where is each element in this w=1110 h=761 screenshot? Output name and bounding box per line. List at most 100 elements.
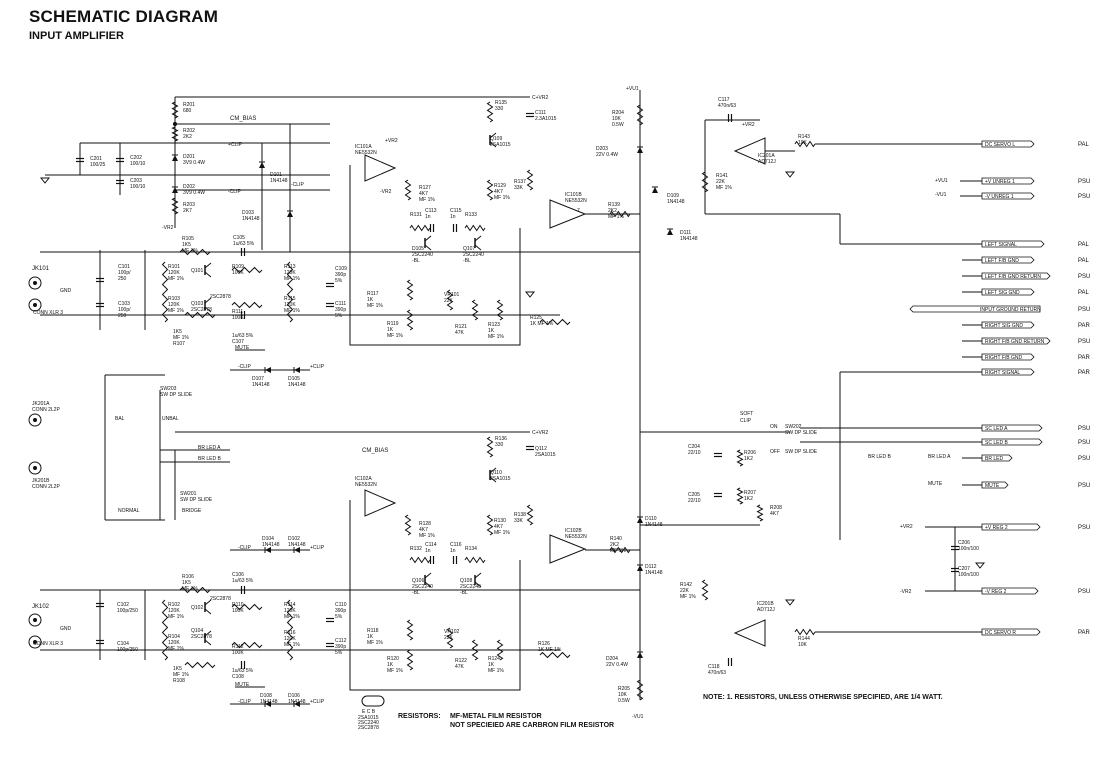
label-sw201: SW201 <box>180 491 197 497</box>
label-vr2-top: C+VR2 <box>532 95 548 101</box>
transistor-symbol <box>204 599 212 606</box>
label-r111: 100K <box>232 315 244 321</box>
transistor-symbol <box>474 581 482 588</box>
label-r123: R123 <box>488 322 500 328</box>
label-c207: 100n/100 <box>958 572 979 578</box>
label-ic201a: IC201A <box>758 153 775 159</box>
label-r144: R144 <box>798 636 810 642</box>
label-r130: R130 <box>494 518 506 524</box>
label-gnd2: GND <box>60 626 72 632</box>
signal-left-signal: LEFT SIGNAL <box>985 242 1017 248</box>
label-transistor-type: 2SA1015 <box>358 715 379 721</box>
label-mute-bot: MUTE <box>235 682 250 688</box>
label-r141: MF 1% <box>716 185 732 191</box>
dest-7: PSU <box>1078 307 1090 313</box>
label-r139: 2K2 <box>608 208 617 214</box>
label-ic102a: NE5532N <box>355 482 377 488</box>
label-r121: R121 <box>455 324 467 330</box>
label-c110: 5% <box>335 614 343 620</box>
label-q104: Q104 <box>191 628 203 634</box>
label-r107: R107 <box>173 341 185 347</box>
transistor-symbol <box>424 235 432 242</box>
label-c112: C112 <box>335 638 347 644</box>
dest-4: PAL <box>1078 258 1090 264</box>
xlr-connector-symbol <box>28 613 42 627</box>
resistor-symbol <box>161 629 169 661</box>
label-soft: SOFT <box>740 411 753 417</box>
resistor-symbol <box>446 289 454 311</box>
xlr-connector-symbol <box>33 281 37 285</box>
label-c113: 1n <box>425 214 431 220</box>
label-c105: 1u/63 5% <box>233 241 255 247</box>
label-r127: R127 <box>419 185 431 191</box>
label-r124: MF 1% <box>488 668 504 674</box>
label-vu1-pos: +VU1 <box>935 178 948 184</box>
label-d103: 1N4148 <box>242 216 260 222</box>
label-c205: 22/10 <box>688 498 701 504</box>
resistor-symbol <box>609 546 631 554</box>
label-q106: 2SC2240 <box>412 584 433 590</box>
label-c204: C204 <box>688 444 700 450</box>
diode-symbol <box>652 187 658 193</box>
label-ic102a: IC102A <box>355 476 372 482</box>
diode-symbol <box>265 547 271 553</box>
label-c105: C105 <box>233 235 245 241</box>
transistor-symbol <box>204 630 212 637</box>
label-r138: R138 <box>514 512 526 518</box>
label-r105: 1K5 <box>182 242 191 248</box>
signal-left-sig-gnd-tag <box>981 288 1035 296</box>
xlr-connector-symbol <box>33 418 37 422</box>
label-c118: 470n/63 <box>708 670 726 676</box>
label-r103: MF 1% <box>168 308 184 314</box>
resistor-symbol <box>231 603 263 611</box>
label-r112: 100K <box>232 650 244 656</box>
label-r128: R128 <box>419 521 431 527</box>
resistor-symbol <box>171 197 179 215</box>
signal-left-f-b-gnd-return-tag <box>981 272 1051 280</box>
resistor-symbol <box>161 261 169 293</box>
label-q107: -BL <box>463 258 471 264</box>
label-r118: MF 1% <box>367 640 383 646</box>
label-r109: 100K <box>232 270 244 276</box>
label-r129: 4K7 <box>494 189 503 195</box>
label-r128: 4K7 <box>419 527 428 533</box>
label-r120: MF 1% <box>387 668 403 674</box>
ground-symbol <box>784 599 796 606</box>
label-ic102b: NE5532N <box>565 534 587 540</box>
label-c203: 100/10 <box>130 184 146 190</box>
resistor-symbol <box>736 487 744 505</box>
signal-dc-servo-l-tag <box>981 140 1035 148</box>
resistor-symbol <box>636 104 644 126</box>
label-r140: 2K2 <box>610 542 619 548</box>
transistor-symbol <box>424 581 432 588</box>
opamp-symbol <box>733 619 766 647</box>
label-clip-neg-2: -CLIP <box>291 182 304 188</box>
label-r102: MF 1% <box>168 614 184 620</box>
signal-right-sig-gnd-tag <box>981 321 1035 329</box>
label-ic101b: NE5532N <box>565 198 587 204</box>
label-r142: MF 1% <box>680 594 696 600</box>
label-c112: 5% <box>335 650 343 656</box>
label-r110: R110 <box>232 602 244 608</box>
resistor-symbol <box>636 679 644 701</box>
signal--v-unreg-1: +V UNREG 1 <box>985 179 1015 185</box>
label-d105b: D105 <box>288 376 300 382</box>
label-r124: R124 <box>488 656 500 662</box>
label-vr2neg-ic101: -VR2 <box>380 189 392 195</box>
label-d204: D204 <box>606 656 618 662</box>
resistor-symbol <box>486 179 494 201</box>
label-c116: C116 <box>450 542 462 548</box>
label-r205: R205 <box>618 686 630 692</box>
label-r108: 1K5 <box>173 666 182 672</box>
signal--v-unreg-1: -V UNREG 1 <box>985 194 1014 200</box>
label-d107: D107 <box>252 376 264 382</box>
diode-symbol <box>637 147 643 153</box>
label-r127: MF 1% <box>419 197 435 203</box>
transistor-symbol <box>474 235 482 242</box>
label-r143: 10K <box>798 140 808 146</box>
label-r201: R201 <box>183 102 195 108</box>
label-sw202: SW202 <box>785 424 802 430</box>
resistor-symbol <box>286 291 294 323</box>
resistor-symbol <box>486 436 494 458</box>
label-c114: 1n <box>425 548 431 554</box>
